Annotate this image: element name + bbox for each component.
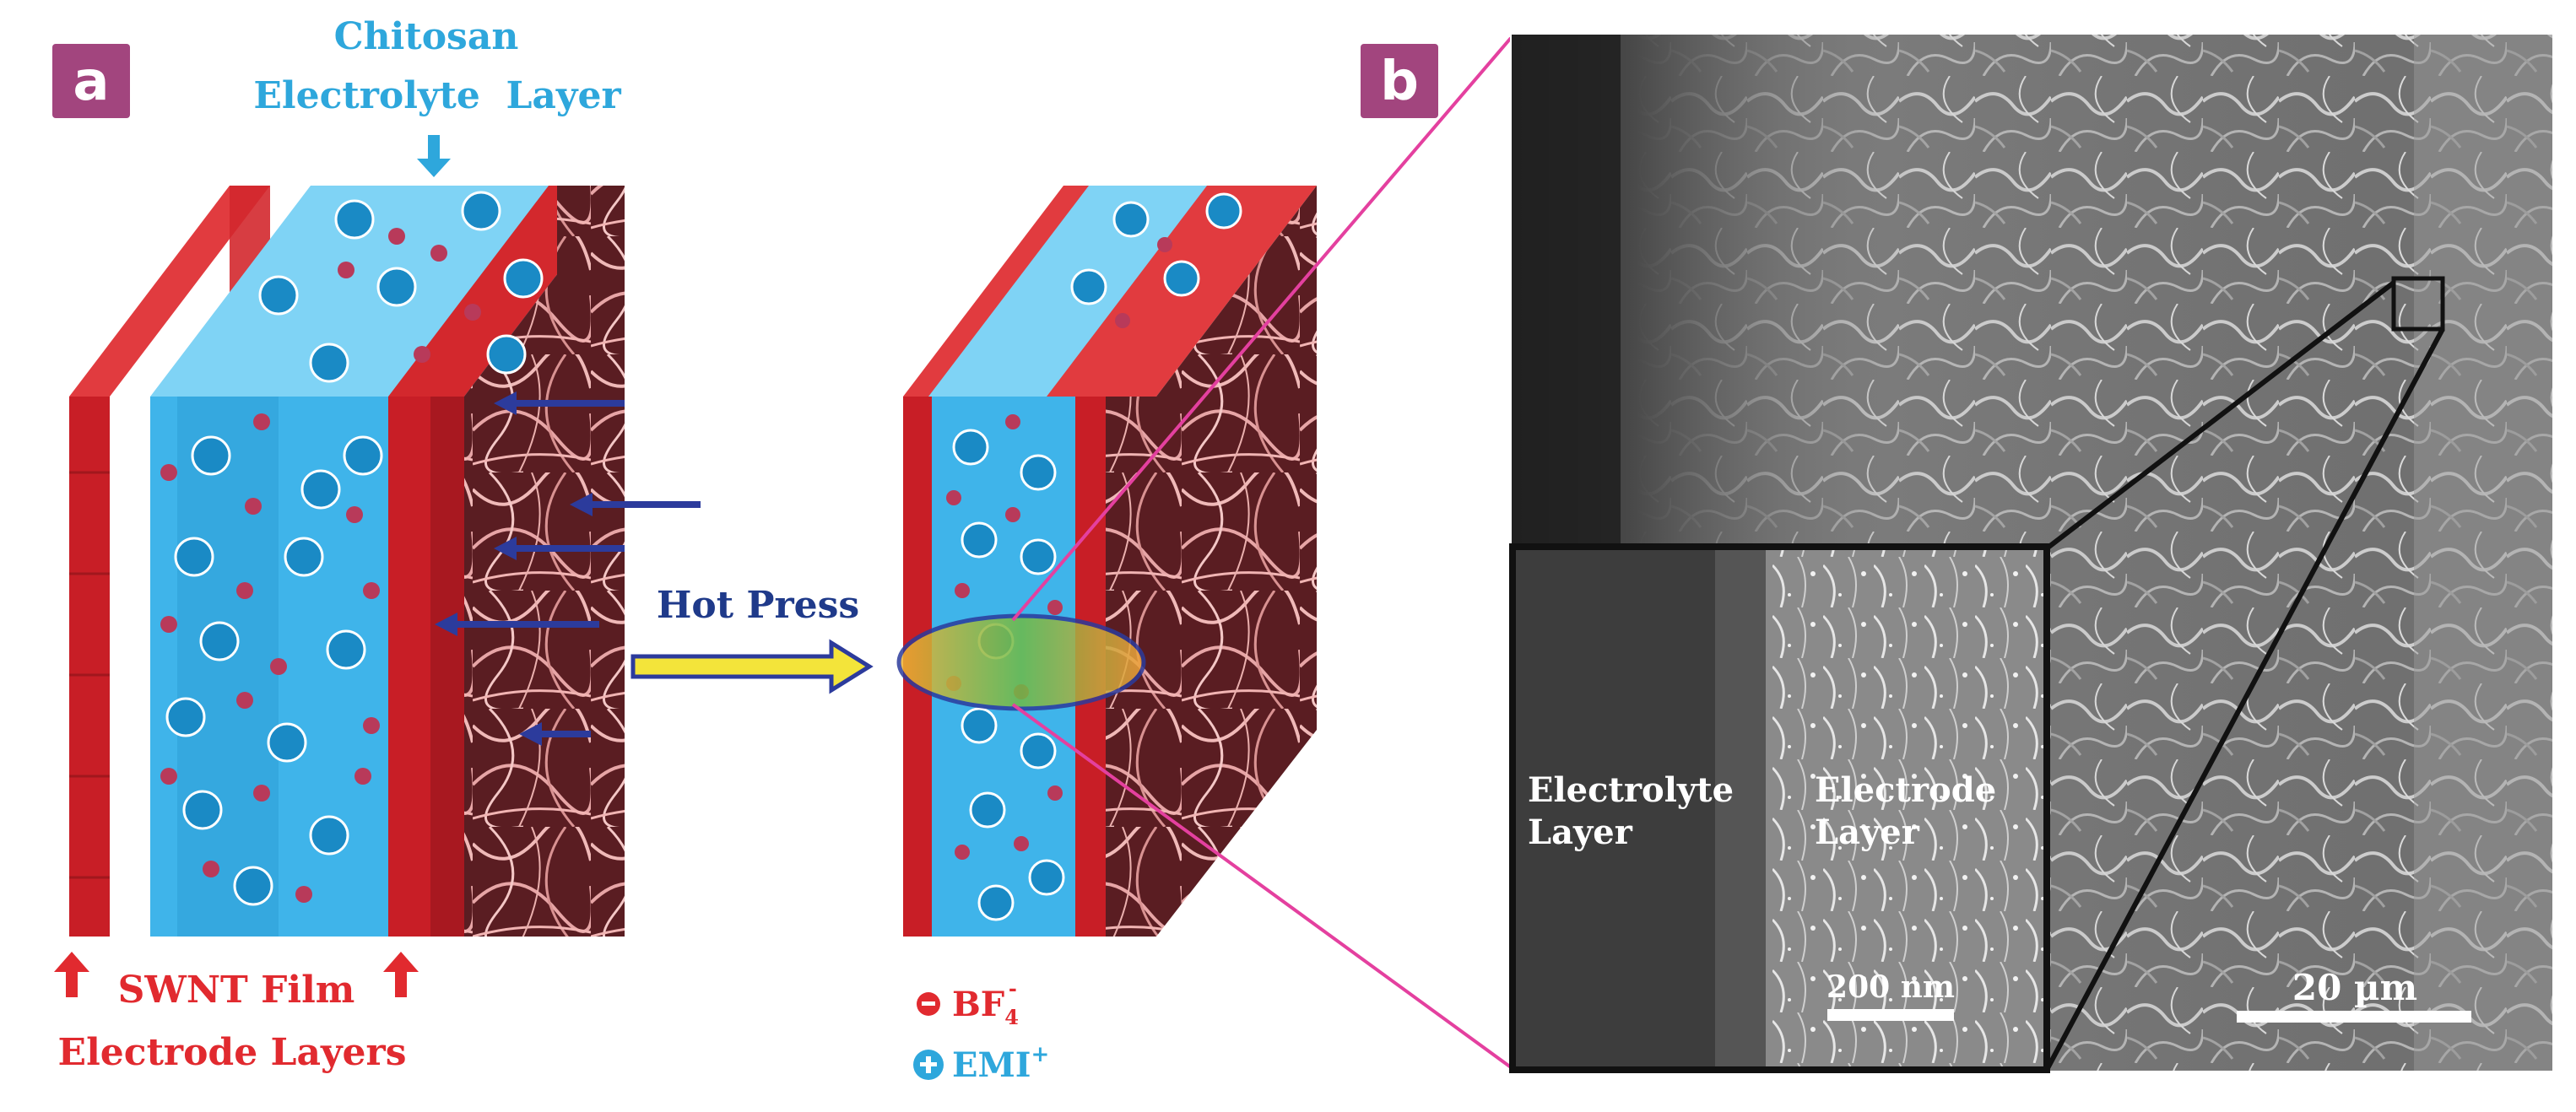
press-arrows <box>435 391 701 746</box>
inset-electrolyte-line1: Electrolyte <box>1528 770 1734 810</box>
main-scale-bar <box>2237 1011 2471 1023</box>
pressed-device <box>896 186 1317 937</box>
ions-panel-a <box>160 191 544 906</box>
sem-inset: Electrolyte Layer Electrode Layer 200 nm <box>1509 543 2050 1073</box>
zoom-connector-lines <box>1011 36 1513 1069</box>
inset-electrode-line2: Layer <box>1815 812 1920 852</box>
chitosan-arrow <box>417 135 451 177</box>
hot-press-arrow <box>630 639 874 694</box>
sem-zoom-box <box>2391 276 2445 332</box>
swnt-arrows <box>54 952 419 997</box>
main-scale-label: 20 µm <box>2292 967 2417 1008</box>
inset-scale-bar <box>1827 1009 1954 1021</box>
panel-a-label: a <box>73 51 109 113</box>
panel-b-label: b <box>1380 51 1419 113</box>
chitosan-label-line1: Chitosan <box>334 15 519 58</box>
anion-label: BF4- <box>952 976 1019 1029</box>
swnt-label-line1: SWNT Film <box>118 969 355 1012</box>
hot-press-zoom-region <box>896 613 1146 711</box>
cation-label: EMI+ <box>952 1042 1049 1085</box>
chitosan-label-line2: Electrolyte Layer <box>253 74 621 117</box>
swnt-label-line2: Electrode Layers <box>58 1031 407 1074</box>
panel-b: b Electrolyte Layer Electrode Layer 200 … <box>1361 33 2554 1073</box>
panel-b-label-box <box>1361 44 1438 118</box>
panel-a-label-box <box>52 44 130 118</box>
electrode-fiber-network <box>557 186 625 730</box>
hot-press-label: Hot Press <box>657 584 859 627</box>
inset-connector-lines <box>2044 280 2445 1072</box>
ion-legend: BF4- EMI+ <box>913 976 1049 1085</box>
panel-a: a Chitosan Electrolyte Layer <box>52 15 1317 1085</box>
inset-electrode-line1: Electrode <box>1815 770 1996 810</box>
inset-electrolyte-line2: Layer <box>1528 812 1633 852</box>
inset-scale-label: 200 nm <box>1826 969 1955 1005</box>
